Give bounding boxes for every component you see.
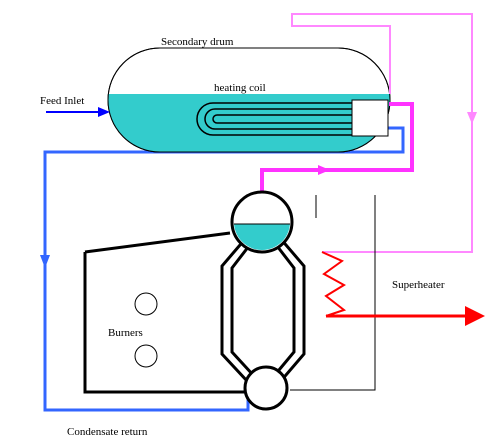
right-arrow-icon [465,306,485,326]
feed-inlet-label: Feed Inlet [40,95,84,107]
burners-label: Burners [108,327,143,339]
steam-loop-pipe [291,13,473,253]
steam-to-coil-pipe [260,102,414,192]
burner-icon [134,292,158,316]
coil-header-box [351,99,389,137]
heating-coil-label: heating coil [214,82,266,94]
down-arrow-icon [40,255,50,268]
down-arrow-icon [467,112,477,124]
water-tubes [220,237,306,384]
superheater-coil [321,251,347,317]
right-arrow-icon [318,165,330,175]
burner-icon [134,344,158,368]
secondary-drum-label: Secondary drum [161,36,234,48]
heating-coil [196,102,352,136]
mud-drum [243,365,289,411]
condensate-return-pipe [43,150,250,412]
furnace-casing [290,195,376,391]
right-arrow-icon [98,107,110,117]
condensate-return-label: Condensate return [67,426,148,438]
superheater-label: Superheater [392,279,445,291]
furnace-wall [83,231,248,394]
